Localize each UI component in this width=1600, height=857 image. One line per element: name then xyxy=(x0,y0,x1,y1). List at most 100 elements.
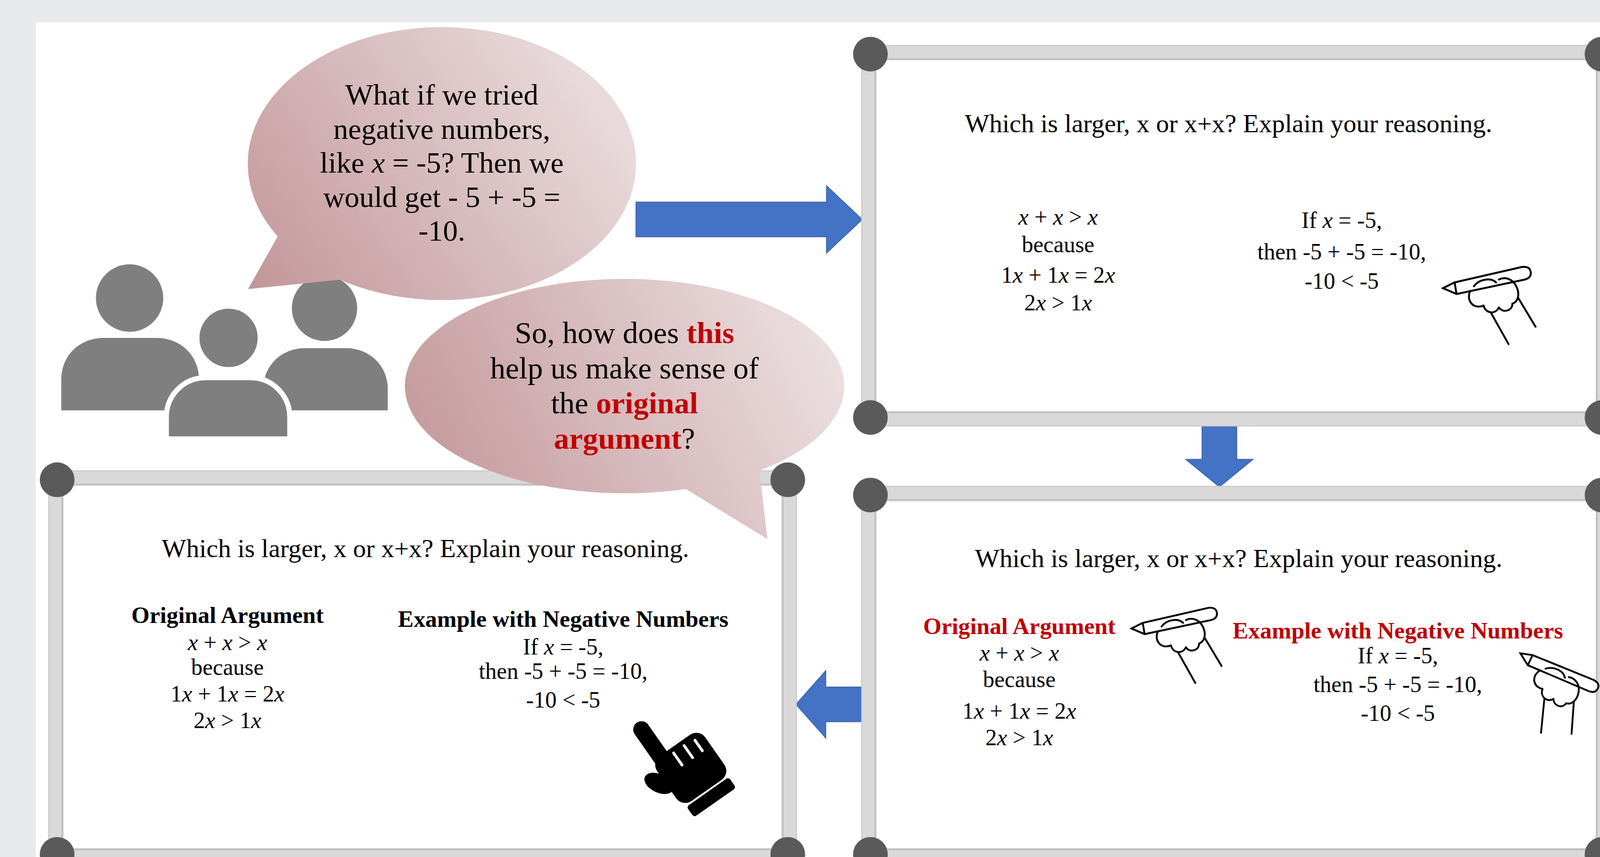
text-run: If xyxy=(1357,642,1379,669)
text-run: Example with Negative Numbers xyxy=(398,605,729,632)
speech-bubble: So, how does this help us make sense of … xyxy=(404,278,845,494)
knuckle-lines xyxy=(673,738,703,765)
text-run: x xyxy=(1081,289,1092,316)
writing-hand-icon xyxy=(1442,266,1536,345)
writing-hand-icon xyxy=(1489,636,1600,748)
text-run: 2 xyxy=(1024,289,1036,316)
bubble-body xyxy=(404,278,845,494)
math-line: 1x + 1x = 2x xyxy=(962,697,1077,725)
text-run: x xyxy=(979,639,990,666)
text-run: So, how does xyxy=(514,315,687,350)
text-run: x xyxy=(1019,697,1030,724)
text-run: x xyxy=(1048,639,1059,666)
speech-bubble: What if we tried negative numbers, like … xyxy=(247,27,637,300)
text-run: 1 xyxy=(170,680,182,707)
text-run: 1 xyxy=(1001,262,1013,288)
corner-cap xyxy=(39,462,75,498)
text-run: x xyxy=(187,629,198,655)
corner-cap xyxy=(852,477,888,513)
text-run: Example with Negative Numbers xyxy=(1232,617,1563,644)
text-run: x xyxy=(1105,262,1115,288)
text-run: Which is larger, x or x+x? Explain your … xyxy=(161,533,690,563)
writing-hand-icon xyxy=(1131,607,1222,683)
math-line: 1x + 1x = 2x xyxy=(170,680,285,708)
text-run: > xyxy=(1024,639,1049,666)
text-run: x xyxy=(371,146,385,180)
hand-cuff xyxy=(686,777,737,817)
text-run: + xyxy=(1028,204,1054,230)
math-line: -10 < -5 xyxy=(1304,268,1379,295)
corner-cap xyxy=(770,836,806,857)
text-run: x xyxy=(1066,697,1077,724)
text-run: 1 xyxy=(962,697,974,724)
text-run: Which is larger, x or x+x? Explain your … xyxy=(975,543,1503,573)
bubble-body xyxy=(247,27,637,300)
math-line: then -5 + -5 = -10, xyxy=(1257,238,1427,266)
bubble-text: So, how does this help us make sense of … xyxy=(489,315,760,457)
text-run: x xyxy=(181,680,192,707)
math-line: then -5 + -5 = -10, xyxy=(1313,671,1483,698)
text-run: x xyxy=(274,680,285,707)
text-run: x xyxy=(205,707,216,733)
text-run: because xyxy=(982,666,1056,692)
math-line: 2x > 1x xyxy=(193,707,262,734)
corner-cap xyxy=(852,399,888,435)
text-run: + 1 xyxy=(192,680,229,707)
text-run: Which is larger, x or x+x? Explain your … xyxy=(964,108,1493,138)
math-line: because xyxy=(191,654,264,681)
text-run: x xyxy=(1014,639,1025,666)
corner-cap xyxy=(1584,399,1600,435)
text-run: x xyxy=(1053,204,1063,230)
text-run: > 1 xyxy=(1007,724,1044,750)
bubble-shape xyxy=(404,278,845,494)
math-line: If x = -5, xyxy=(1301,207,1383,234)
text-run: x xyxy=(1035,289,1046,316)
person-head xyxy=(95,264,164,332)
example-heading: Example with Negative Numbers xyxy=(1232,617,1563,645)
text-run: this xyxy=(686,315,734,350)
flow-arrow xyxy=(795,670,863,738)
board-prompt: Which is larger, x or x+x? Explain your … xyxy=(161,533,690,564)
example-heading: Example with Negative Numbers xyxy=(398,605,729,633)
writing-hand-icon xyxy=(1489,636,1600,748)
people-icon xyxy=(61,264,388,440)
text-run: > 1 xyxy=(1045,289,1082,316)
math-line: because xyxy=(1021,231,1094,259)
corner-cap xyxy=(1584,477,1600,513)
whiteboard: Which is larger, x or x+x? Explain your … xyxy=(49,471,797,857)
text-run: 2 xyxy=(193,707,206,733)
math-line: then -5 + -5 = -10, xyxy=(478,658,648,685)
text-run: because xyxy=(1021,231,1094,258)
whiteboard: Which is larger, x or x+x? Explain your … xyxy=(862,45,1600,426)
text-run: x xyxy=(222,629,233,655)
text-run: > xyxy=(232,629,257,655)
text-run: = 2 xyxy=(1069,262,1106,288)
board-prompt: Which is larger, x or x+x? Explain your … xyxy=(964,108,1493,139)
person-head xyxy=(196,306,260,370)
text-run: + 1 xyxy=(1022,262,1059,288)
white-panel xyxy=(35,22,1600,857)
math-line: -10 < -5 xyxy=(525,686,601,714)
corner-cap xyxy=(770,462,806,498)
argument-heading: Original Argument xyxy=(923,612,1116,640)
pointing-finger xyxy=(629,717,677,774)
text-run: x xyxy=(1058,262,1069,288)
text-run: x xyxy=(973,697,984,724)
text-run: x xyxy=(1043,724,1054,750)
text-run: because xyxy=(191,654,264,680)
text-run: ? xyxy=(681,421,696,456)
math-line: 1x + 1x = 2x xyxy=(1001,262,1115,289)
math-line: 2x > 1x xyxy=(985,724,1054,752)
board-prompt: Which is larger, x or x+x? Explain your … xyxy=(975,543,1503,573)
hand-thumb xyxy=(640,768,677,799)
math-line: If x = -5, xyxy=(523,633,604,661)
board-corner-caps xyxy=(39,36,1600,857)
text-run: = -5, xyxy=(1388,642,1438,669)
bubble-text: What if we tried negative numbers, like … xyxy=(315,77,568,249)
text-run: x xyxy=(251,707,262,733)
text-run: Original Argument xyxy=(131,601,324,628)
text-run: + xyxy=(989,639,1015,666)
corner-cap xyxy=(852,36,888,72)
text-run: x xyxy=(544,633,555,660)
